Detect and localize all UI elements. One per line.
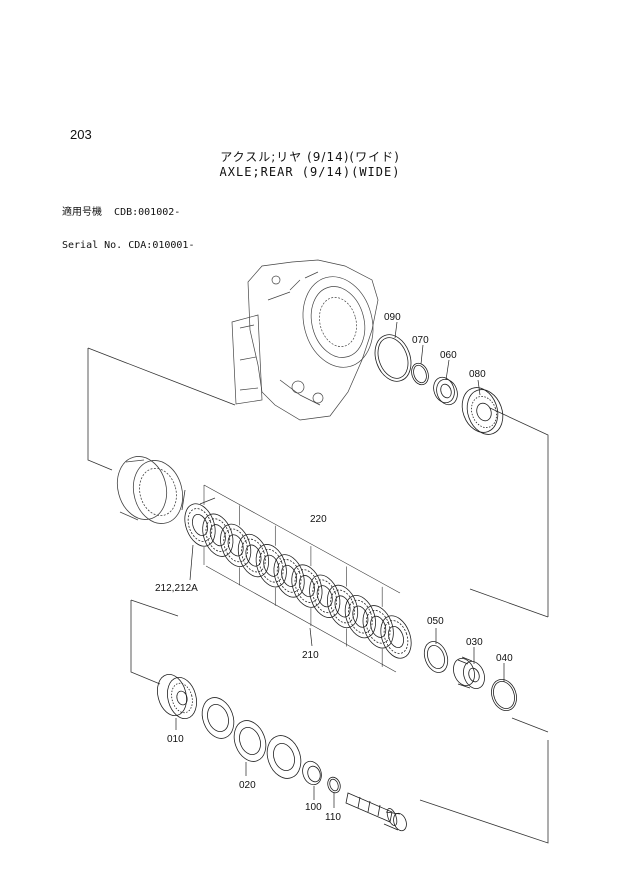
label-030: 030 [466,637,483,648]
part-080-carrier [461,387,504,435]
part-100-ring [302,760,322,786]
label-110: 110 [325,812,341,823]
label-020: 020 [239,780,256,791]
part-050-seal [423,641,449,673]
axle-housing-drawing [231,259,379,421]
serial-row-2: Serial No. CDA:010001- [62,240,194,251]
ladder-rail-upper [203,484,401,594]
part-030-hub [453,656,485,689]
label-212-212a: 212,212A [155,583,198,594]
part-number-labels: 090 070 060 080 220 212,212A 050 030 040… [155,312,513,823]
part-220-leader-ladder [203,484,401,673]
part-010-piston [157,673,197,720]
part-110-ring [327,776,341,794]
part-090-snap-ring [374,334,412,382]
serial-row-2-value: CDA:010001- [128,240,195,251]
page-number: 203 [70,127,92,142]
label-010: 010 [167,734,184,745]
label-060: 060 [440,350,457,361]
label-080: 080 [469,369,486,380]
clutch-disc [380,615,412,659]
serial-row-1: 適用号機 CDB:001002- [62,207,194,218]
clutch-drum-drawing [116,456,184,524]
diagram-title-japanese: アクスル;リヤ (9/14)(ワイド) [220,150,400,164]
label-050: 050 [427,616,444,627]
part-060-bearing [433,376,458,406]
drive-shaft-drawing [345,792,407,832]
label-070: 070 [412,335,429,346]
label-220: 220 [310,514,327,525]
diagram-title-english: AXLE;REAR (9/14)(WIDE) [219,165,401,179]
serial-row-2-label: Serial No. [62,240,123,251]
serial-number-block: 適用号機 CDB:001002- Serial No. CDA:010001- [62,185,194,262]
clutch-disc-stack [184,503,412,659]
serial-row-1-label: 適用号機 [62,207,102,218]
ladder-rail-lower [205,565,397,673]
part-070-snap-ring [411,362,429,386]
leader-lines [175,321,505,808]
part-020-plates [201,697,302,779]
label-040: 040 [496,653,513,664]
upper-assembly-frame [87,347,549,618]
part-040-snap-ring [491,679,517,711]
label-210: 210 [302,650,319,661]
label-100: 100 [305,802,322,813]
serial-row-1-value: CDB:001002- [114,207,181,218]
lower-assembly-frame [130,599,549,844]
label-090: 090 [384,312,401,323]
clutch-disc [237,533,270,578]
